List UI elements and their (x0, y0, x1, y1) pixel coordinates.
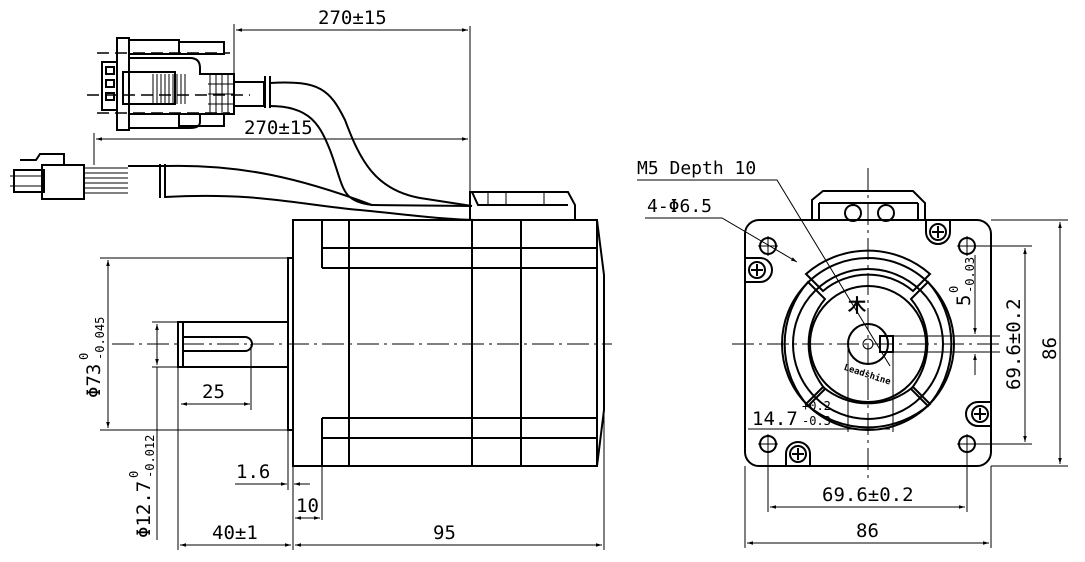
key-length-label: 25 (202, 381, 225, 403)
flange-thickness-label: 10 (296, 495, 319, 517)
size-v-label: 86 (1039, 337, 1061, 360)
front-dimensions: M5 Depth 10 4-Φ6.5 5 0 -0.03 14.7 +0.2 -… (637, 158, 1068, 548)
pilot-tol-lower: -0.045 (93, 317, 107, 360)
brand-mark: Leadshine (842, 362, 892, 388)
cable2-length-label: 270±15 (244, 117, 313, 139)
front-face: ⽊ Leadshine (781, 249, 1000, 432)
key-tol-upper: 0 (947, 286, 961, 293)
cable1-length-label: 270±15 (318, 7, 387, 29)
brand-logo-icon: ⽊ (847, 295, 867, 317)
body-length-label: 95 (433, 522, 456, 544)
shaft-length-label: 40±1 (212, 522, 258, 544)
screws (745, 220, 991, 466)
encoder-connector (87, 37, 271, 131)
thread-note: M5 Depth 10 (637, 158, 756, 179)
key-tol-lower: -0.03 (963, 257, 977, 293)
hole-spacing-h-label: 69.6±0.2 (822, 484, 914, 506)
side-dimensions: 270±15 270±15 Φ73 0 -0.045 Φ12.7 0 -0.01… (77, 7, 605, 550)
pilot-tol-upper: 0 (77, 353, 91, 360)
shaft-diameter-label: Φ12.7 (133, 481, 155, 538)
flat-tol-lower: -0.3 (802, 414, 831, 428)
flat-dim-label: 14.7 (752, 408, 798, 430)
front-view: ⽊ Leadshine M5 Depth 10 4-Φ6.5 5 0 -0.03… (637, 158, 1068, 548)
side-connector-block (469, 191, 576, 220)
key-width-label: 5 (953, 295, 975, 306)
flat-tol-upper: +0.2 (802, 399, 831, 413)
power-connector (10, 153, 166, 200)
pilot-diameter-label: Φ73 (83, 364, 105, 398)
side-view: 270±15 270±15 Φ73 0 -0.045 Φ12.7 0 -0.01… (10, 7, 612, 550)
shaft-tol-upper: 0 (127, 471, 141, 478)
flange-step-label: 1.6 (236, 461, 270, 483)
holes-note: 4-Φ6.5 (647, 196, 712, 217)
cables (128, 81, 476, 221)
size-h-label: 86 (856, 520, 879, 542)
motor-body (112, 219, 612, 467)
shaft-tol-lower: -0.012 (143, 435, 157, 478)
hole-spacing-v-label: 69.6±0.2 (1003, 298, 1025, 390)
